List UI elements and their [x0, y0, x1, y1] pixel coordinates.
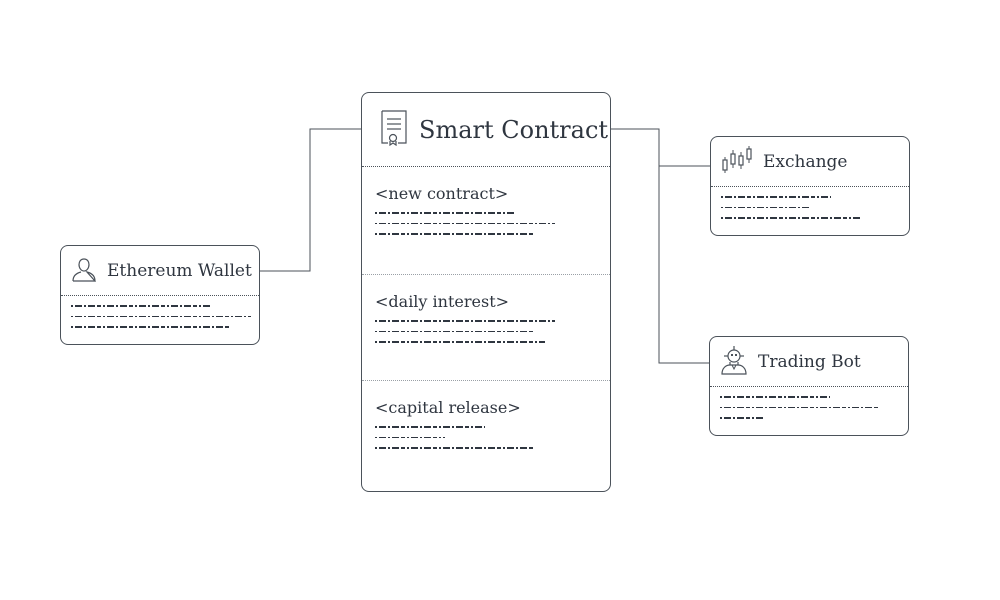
ethereum-wallet-title: Ethereum Wallet [107, 260, 252, 281]
smart-contract-header: Smart Contract [362, 93, 610, 167]
exchange-header: Exchange [711, 137, 909, 187]
trading-bot-header: Trading Bot [710, 337, 908, 387]
trading-bot-placeholder-text [710, 387, 908, 419]
trading-bot-title: Trading Bot [758, 351, 861, 372]
exchange-placeholder-text [711, 187, 909, 219]
exchange-title: Exchange [763, 151, 848, 172]
user-icon [71, 256, 97, 286]
certificate-icon [379, 109, 409, 150]
connector-contract-bot [658, 166, 710, 364]
smart-contract-title: Smart Contract [419, 115, 609, 144]
ethereum-wallet-placeholder-text [61, 296, 259, 328]
trading-bot-node[interactable]: Trading Bot [709, 336, 909, 436]
section-capital-release: <capital release> [362, 380, 610, 491]
section-placeholder-text [375, 426, 610, 449]
section-placeholder-text [375, 212, 610, 235]
ethereum-wallet-node[interactable]: Ethereum Wallet [60, 245, 260, 345]
candlestick-icon [721, 145, 753, 179]
section-label-capital-release: <capital release> [375, 398, 521, 417]
connector-wallet-contract [260, 128, 362, 272]
ethereum-wallet-header: Ethereum Wallet [61, 246, 259, 296]
section-label-new-contract: <new contract> [375, 184, 509, 203]
section-daily-interest: <daily interest> [362, 274, 610, 380]
bot-icon [720, 345, 748, 379]
section-placeholder-text [375, 320, 610, 343]
connector-contract-exchange [610, 128, 711, 167]
exchange-node[interactable]: Exchange [710, 136, 910, 236]
section-new-contract: <new contract> [362, 167, 610, 274]
smart-contract-node[interactable]: Smart Contract <new contract> <daily int… [361, 92, 611, 492]
section-label-daily-interest: <daily interest> [375, 292, 510, 311]
